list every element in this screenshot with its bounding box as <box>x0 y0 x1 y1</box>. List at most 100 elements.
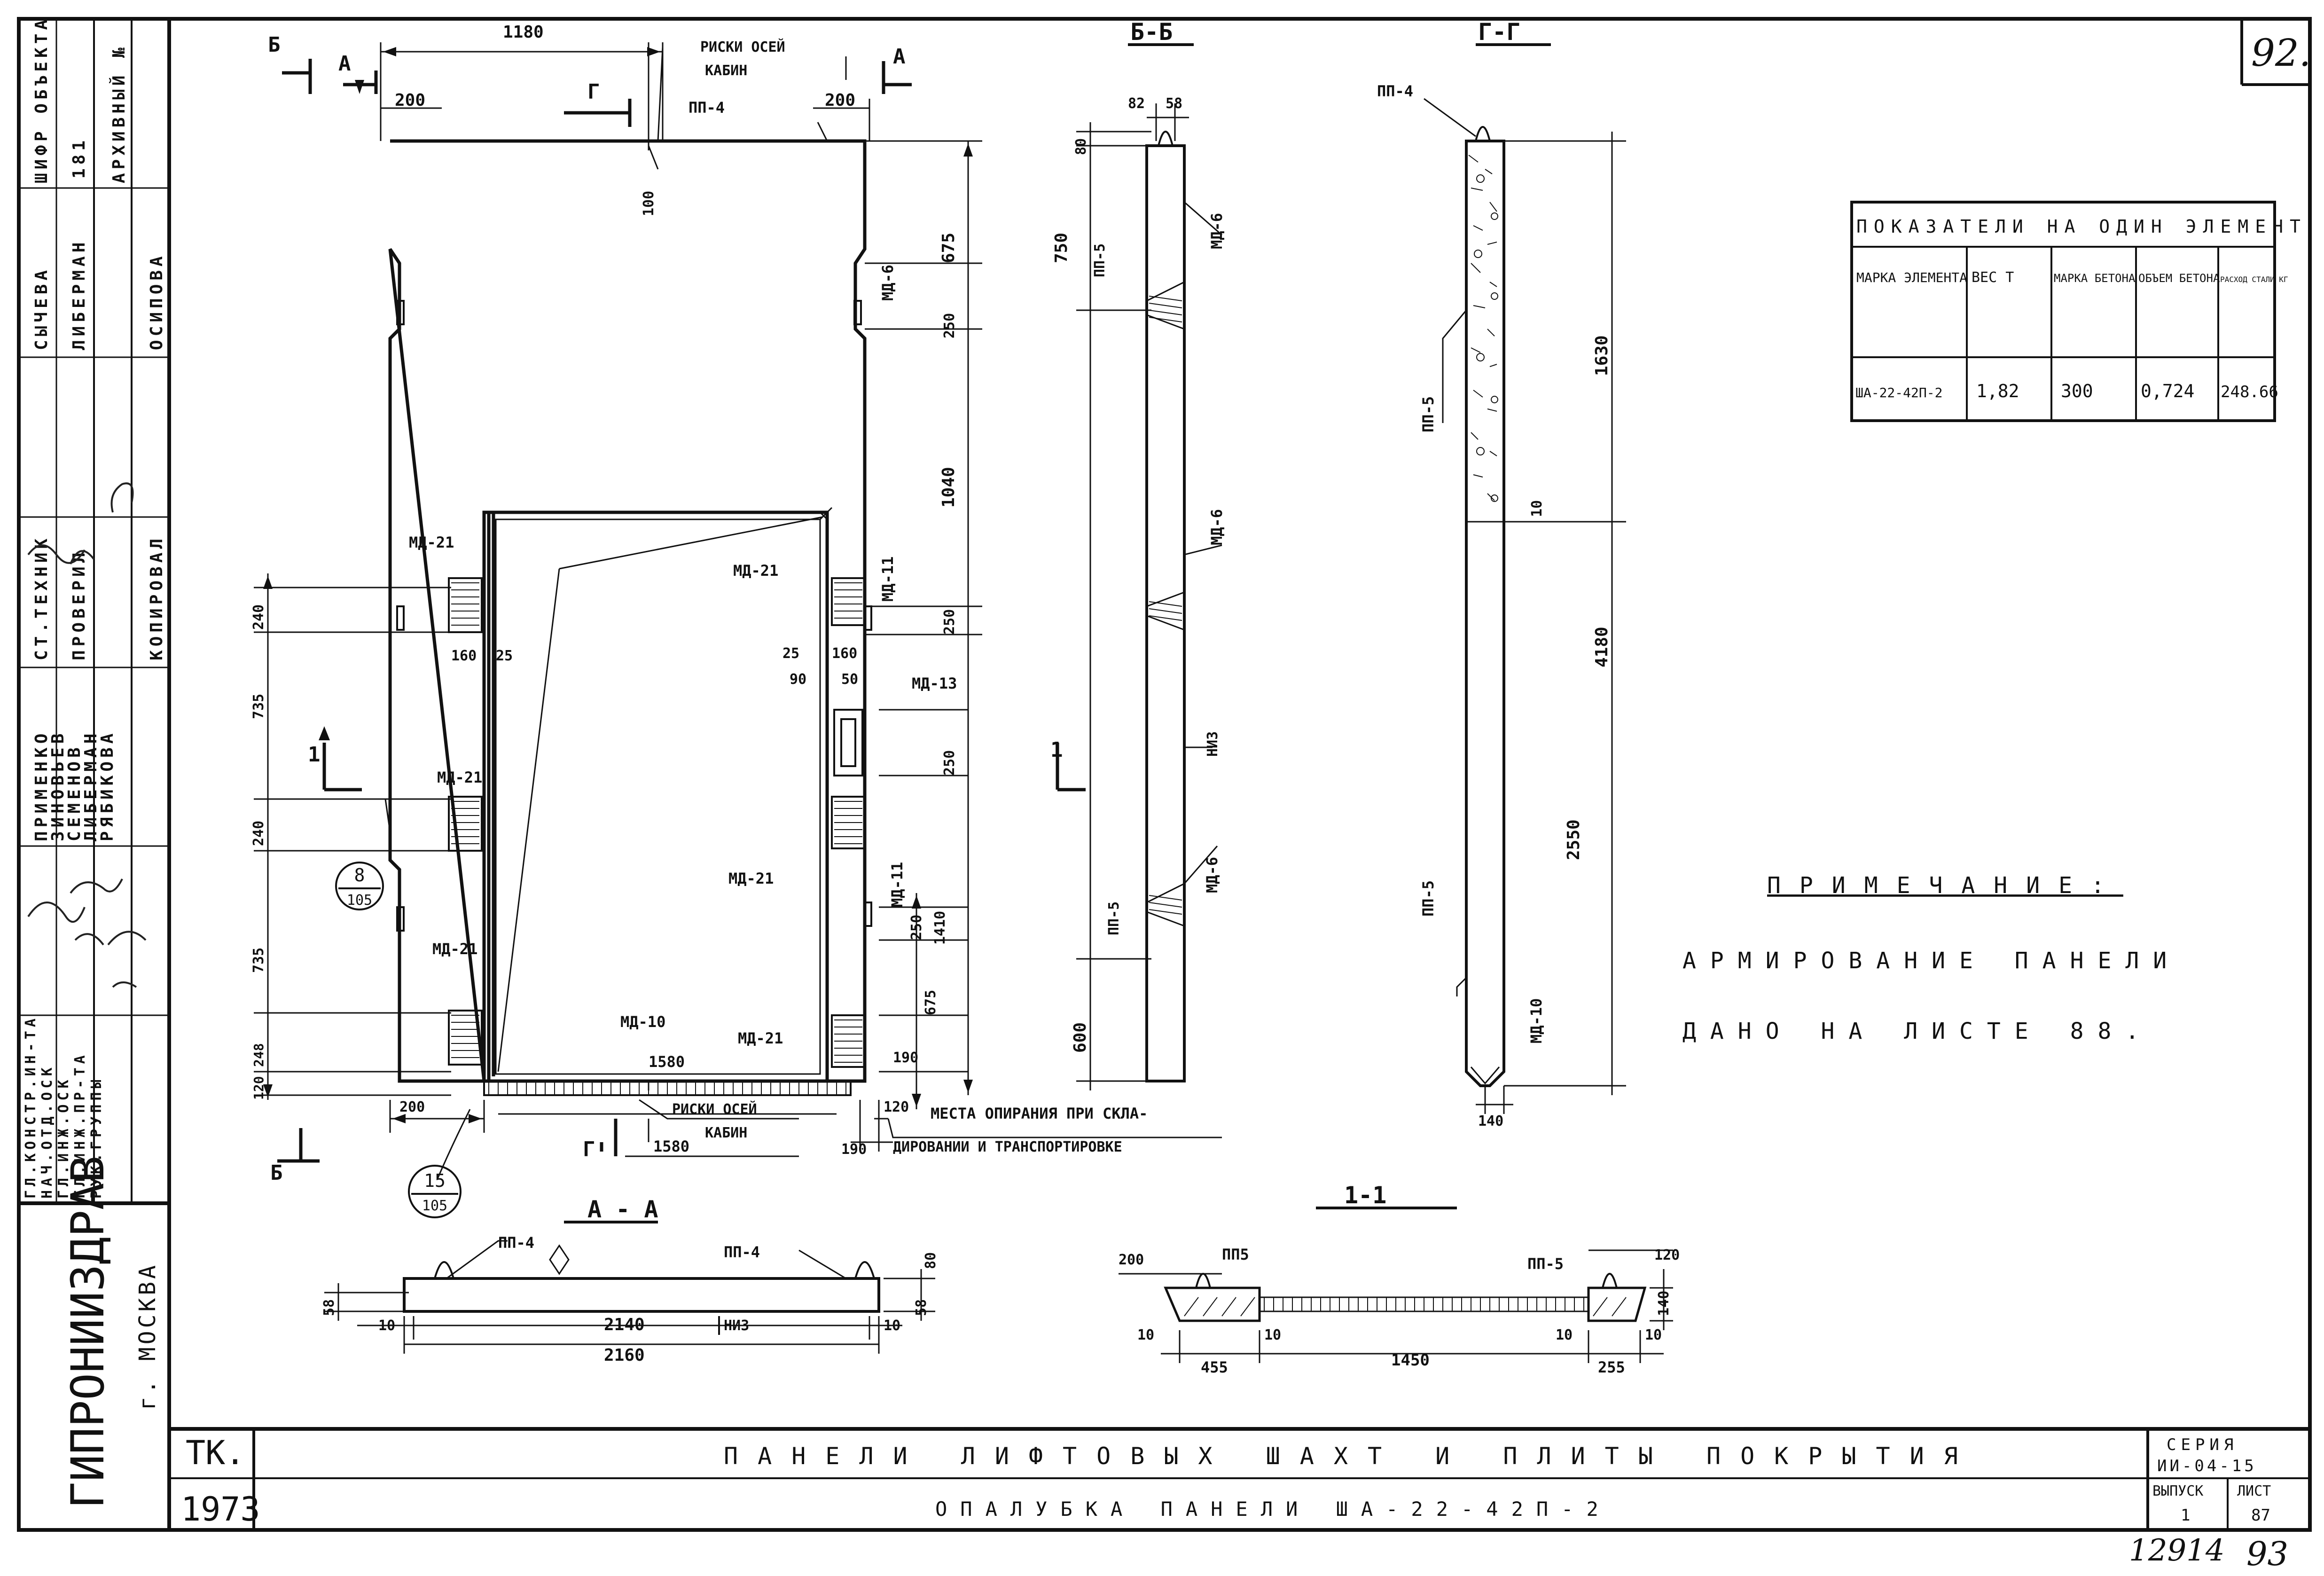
table-title: ПОКАЗАТЕЛИ НА ОДИН ЭЛЕМЕНТ <box>1856 216 2307 237</box>
dim-250: 250 <box>941 313 958 338</box>
view-b-b-title: Б-Б <box>1130 18 1173 46</box>
left-block-grid <box>19 19 169 1203</box>
dim-255: 255 <box>1598 1358 1625 1376</box>
copy-label: КОПИРОВАЛ <box>147 535 166 660</box>
title-main: ПАНЕЛИ ЛИФТОВЫХ ШАХТ И ПЛИТЫ ПОКРЫТИЯ <box>724 1443 1978 1470</box>
check-name: ЛИБЕРМАН <box>70 239 89 350</box>
person-role-5: РУК.ГРУППЫ <box>88 1076 105 1199</box>
callouts <box>335 862 462 1218</box>
dim-2160: 2160 <box>604 1346 645 1365</box>
note-title: ПРИМЕЧАНИЕ: <box>1767 872 2123 899</box>
section-cut-markers <box>277 59 912 1163</box>
dim-1410: 1410 <box>932 911 948 945</box>
dim-240: 240 <box>250 604 267 630</box>
dim-250: 250 <box>908 915 925 940</box>
dim-10: 10 <box>1137 1327 1154 1343</box>
dim-675: 675 <box>923 990 939 1015</box>
dim-58: 58 <box>321 1299 337 1316</box>
cut-a-label: А <box>893 45 906 69</box>
person-name-1: ПРИМЕНКО <box>32 730 51 841</box>
callout-105: 105 <box>347 892 372 909</box>
dim-58: 58 <box>913 1299 930 1316</box>
dim-58: 58 <box>1166 95 1182 112</box>
dim-190: 190 <box>841 1141 867 1158</box>
signatures <box>27 482 147 988</box>
dim-200: 200 <box>399 1099 425 1115</box>
section-g-g-labels: Г-Г ПП-4 ПП-5 ПП-5 1630 10 4180 2550 МД-… <box>1377 18 1612 1129</box>
md21-label: МД-21 <box>409 533 454 551</box>
table-cell: ША-22-42П-2 <box>1855 385 1942 400</box>
riski-bottom: РИСКИ ОСЕЙ <box>672 1101 757 1118</box>
indicators-table: ПОКАЗАТЕЛИ НА ОДИН ЭЛЕМЕНТ МАРКА ЭЛЕМЕНТ… <box>1855 216 2307 401</box>
copy-name: ОСИПОВА <box>147 252 166 350</box>
dim-190: 190 <box>893 1050 918 1066</box>
dim-2550: 2550 <box>1564 819 1583 860</box>
person-name-2: ЗИНОВЬЕВ <box>48 730 68 841</box>
cut-a-label: А <box>338 52 351 76</box>
issue-value: 1 <box>2181 1506 2190 1525</box>
archive-stamp: 12914 <box>2129 1533 2225 1568</box>
md6-label: МД-6 <box>879 265 897 301</box>
left-block-text: ШИФР ОБЪЕКТА 181 АРХИВНЫЙ № СЫЧЕВА ЛИБЕР… <box>23 16 166 1199</box>
object-code-value: 181 <box>70 137 89 179</box>
dim-1040: 1040 <box>939 467 958 508</box>
section-g-g-concrete <box>1468 155 1498 502</box>
city-name: г. МОСКВА <box>134 1262 161 1410</box>
view-1-1-title: 1-1 <box>1344 1182 1386 1209</box>
section-b-b <box>1056 43 1222 1090</box>
dim-25: 25 <box>496 648 513 664</box>
table-header: ОБЪЕМ БЕТОНА <box>2138 272 2220 285</box>
niz-label: НИЗ <box>1205 731 1221 757</box>
person-role-1: ГЛ.КОНСТР.ИН-ТА <box>23 1015 39 1199</box>
table-cell: 300 <box>2061 381 2093 401</box>
note-line-1: АРМИРОВАНИЕ ПАНЕЛИ <box>1682 948 2181 974</box>
dim-2140: 2140 <box>604 1315 645 1334</box>
note: ПРИМЕЧАНИЕ: АРМИРОВАНИЕ ПАНЕЛИ ДАНО НА Л… <box>1682 872 2181 1044</box>
md11-label: МД-11 <box>888 862 906 907</box>
dim-160: 160 <box>832 645 857 662</box>
tech-label: СТ.ТЕХНИК <box>32 535 51 660</box>
drawing-code: ТК. <box>186 1434 245 1472</box>
table-header: МАРКА ЭЛЕМЕНТА <box>1856 270 1967 285</box>
pp5-label: ПП-5 <box>1527 1255 1564 1273</box>
person-name-5: РЯБИКОВА <box>98 730 117 841</box>
dim-248: 248 <box>251 1043 266 1067</box>
dim-80: 80 <box>923 1252 939 1269</box>
md10-label: МД-10 <box>620 1013 665 1031</box>
elevation-labels: 1180 200 200 РИСКИ ОСЕЙ КАБИН ПП-4 Б А А… <box>250 23 1148 1185</box>
check-label: ПРОВЕРИЛ <box>70 549 89 660</box>
drawing-year: 1973 <box>181 1490 260 1529</box>
dim-240: 240 <box>250 821 267 846</box>
mesta-line-1: МЕСТА ОПИРАНИЯ ПРИ СКЛА- <box>931 1105 1148 1122</box>
embedded-plates <box>396 300 872 1068</box>
person-role-4: ГЛ.ИНЖ.ПР-ТА <box>72 1051 88 1199</box>
dim-120: 120 <box>1654 1247 1680 1263</box>
title-sub: ОПАЛУБКА ПАНЕЛИ ША-22-42П-2 <box>935 1498 1612 1521</box>
dim-160: 160 <box>451 648 477 664</box>
niz-label: НИЗ <box>724 1317 749 1334</box>
dim-80: 80 <box>1073 138 1089 155</box>
md21-label: МД-21 <box>728 870 774 887</box>
md6-label: МД-6 <box>1203 857 1221 893</box>
dim-1630: 1630 <box>1592 335 1612 376</box>
person-name-4: ЛИБЕРМАН <box>81 730 101 841</box>
section-1-1-labels: 1-1 200 ПП5 ПП-5 120 140 10 10 10 10 455… <box>1119 1182 1680 1376</box>
dim-50: 50 <box>841 671 858 688</box>
dim-10: 10 <box>1529 500 1545 517</box>
cut-g-label: Г <box>583 1137 595 1161</box>
view-a-a-title: А - А <box>587 1196 658 1223</box>
dim-100: 100 <box>641 191 657 216</box>
pp5-label: ПП5 <box>1222 1246 1249 1263</box>
elevation-dimensions <box>254 42 1222 1180</box>
dim-1580: 1580 <box>653 1137 689 1155</box>
pp5-label: ПП-5 <box>1106 902 1122 935</box>
dim-455: 455 <box>1201 1358 1228 1376</box>
mesta-line-2: ДИРОВАНИИ И ТРАНСПОРТИРОВКЕ <box>893 1139 1122 1155</box>
section-b-b-labels: Б-Б 82 58 80 750 ПП-5 МД-6 МД-6 НИЗ МД-6… <box>1050 18 1226 1053</box>
callout-105: 105 <box>422 1198 447 1214</box>
dim-250: 250 <box>941 609 958 635</box>
md6-label: МД-6 <box>1208 509 1226 545</box>
riski-top: РИСКИ ОСЕЙ <box>700 39 785 55</box>
dim-10: 10 <box>884 1317 900 1334</box>
